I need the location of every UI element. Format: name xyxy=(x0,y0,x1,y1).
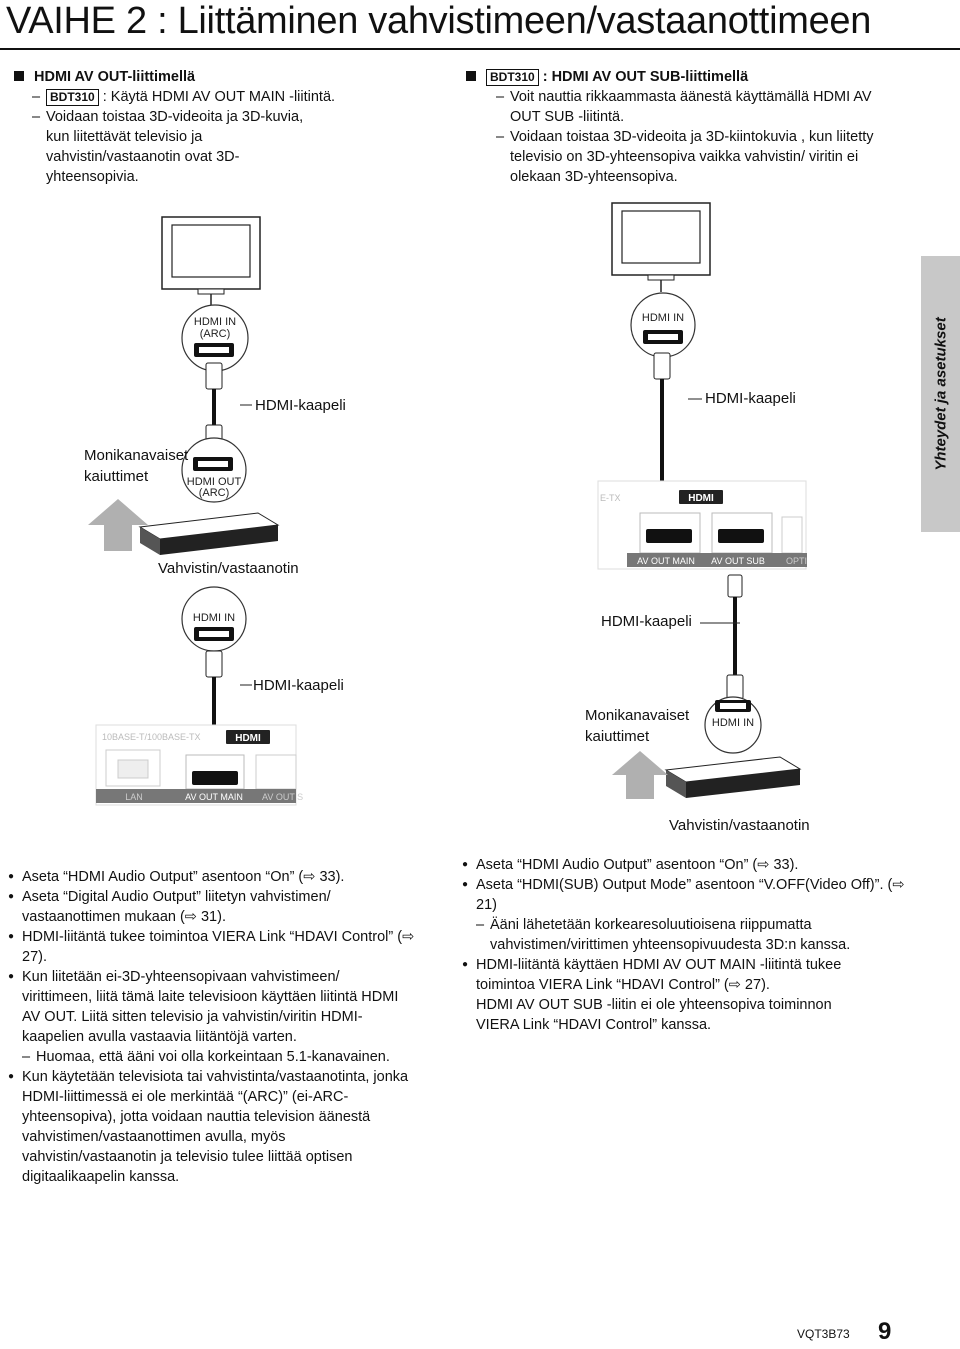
arc-label-top: (ARC) xyxy=(200,328,231,340)
speakers-label-left: Monikanavaiset kaiuttimet xyxy=(84,447,189,485)
right-line-1: Voit nauttia rikkaammasta äänestä käyttä… xyxy=(496,87,875,127)
left-note-6: Kun käytetään televisiota tai vahvistint… xyxy=(8,1067,417,1187)
amplifier-right-icon xyxy=(664,756,802,798)
left-note-4: Kun liitetään ei-3D-yhteensopivaan vahvi… xyxy=(8,967,407,1047)
page-title: VAIHE 2 : Liittäminen vahvistimeen/vasta… xyxy=(6,0,872,42)
lan-label: LAN xyxy=(125,792,143,802)
hdmi-in-port-amp-right: HDMI IN xyxy=(704,696,762,754)
cable-label-2: HDMI-kaapeli xyxy=(705,390,796,407)
av-out-main-label-bottom: AV OUT MAIN xyxy=(185,792,243,802)
hdmi-in-port-right: HDMI IN xyxy=(630,292,696,358)
hdmi-in-arc-label: HDMI IN xyxy=(194,316,236,328)
left-section-heading: HDMI AV OUT-liittimellä xyxy=(34,69,196,85)
speaker-arrow-right-icon xyxy=(612,751,668,799)
right-note-3: Ääni lähetetään korkearesoluutioisena ri… xyxy=(476,915,900,955)
title-rule xyxy=(0,48,960,50)
connection-diagram: HDMI IN (ARC) HDMI OUT (ARC) HDMI IN xyxy=(88,202,807,806)
model-badge: BDT310 xyxy=(486,69,539,86)
hdmi-in-arc-port: HDMI IN (ARC) xyxy=(181,304,249,372)
av-out-s-label: AV OUT S xyxy=(262,792,303,802)
left-line-2: Voidaan toistaa 3D-videoita ja 3D-kuvia,… xyxy=(32,107,326,187)
right-note-5: HDMI AV OUT SUB -liitin ei ole yhteensop… xyxy=(476,997,832,1033)
e-tx-label: E-TX xyxy=(600,493,621,503)
av-out-sub-label: AV OUT SUB xyxy=(711,556,765,566)
right-section-heading: : HDMI AV OUT SUB-liittimellä xyxy=(542,69,749,85)
side-tab-label: Yhteydet ja asetukset xyxy=(932,317,949,471)
right-note-1: Aseta “HDMI Audio Output” asentoon “On” … xyxy=(462,855,902,875)
right-note-4: HDMI-liitäntä käyttäen HDMI AV OUT MAIN … xyxy=(462,955,896,995)
hdmi-logo-bottom: HDMI xyxy=(235,733,261,744)
optical-label: OPTI xyxy=(786,556,807,566)
left-note-5: Huomaa, että ääni voi olla korkeintaan 5… xyxy=(22,1047,428,1067)
tv-right-icon xyxy=(611,202,711,281)
side-tab: Yhteydet ja asetukset xyxy=(921,256,960,532)
square-bullet-icon xyxy=(466,71,476,81)
hdmi-out-arc-label: HDMI OUT xyxy=(187,476,242,488)
footer-code: VQT3B73 xyxy=(797,1327,850,1341)
av-out-main-label: AV OUT MAIN xyxy=(637,556,695,566)
right-note-2: Aseta “HDMI(SUB) Output Mode” asentoon “… xyxy=(462,875,906,915)
speaker-arrow-left-icon xyxy=(88,499,148,551)
hdmi-out-arc-port: HDMI OUT (ARC) xyxy=(181,437,247,503)
lan-speed-label: 10BASE-T/100BASE-TX xyxy=(102,732,201,742)
left-note-2: Aseta “Digital Audio Output” liitetyn va… xyxy=(8,887,392,927)
player-rear-panel-top: HDMI E-TX AV OUT MAIN AV OUT SUB OPTI xyxy=(597,480,807,570)
tv-left-icon xyxy=(161,216,261,295)
amplifier-label-right: Vahvistin/vastaanotin xyxy=(669,817,810,834)
left-note-3: HDMI-liitäntä tukee toimintoa VIERA Link… xyxy=(8,927,442,967)
amplifier-label-left: Vahvistin/vastaanotin xyxy=(158,560,299,577)
cable-label-3: HDMI-kaapeli xyxy=(601,613,692,630)
left-notes: Aseta “HDMI Audio Output” asentoon “On” … xyxy=(8,867,428,1187)
cable-label-1: HDMI-kaapeli xyxy=(255,397,346,414)
hdmi-in-label-lower: HDMI IN xyxy=(193,612,235,624)
hdmi-logo-top: HDMI xyxy=(688,493,714,504)
right-notes: Aseta “HDMI Audio Output” asentoon “On” … xyxy=(462,855,905,1035)
page-number: 9 xyxy=(878,1318,892,1345)
model-badge: BDT310 xyxy=(46,89,99,106)
right-section: BDT310 : HDMI AV OUT SUB-liittimellä Voi… xyxy=(466,67,886,187)
left-line-1: : Käytä HDMI AV OUT MAIN -liitintä. xyxy=(102,89,336,105)
hdmi-in-port-lower: HDMI IN xyxy=(181,586,247,652)
player-rear-panel-bottom: 10BASE-T/100BASE-TX HDMI LAN AV OUT MAIN… xyxy=(95,724,303,806)
square-bullet-icon xyxy=(14,71,24,81)
hdmi-in-label-amp-right: HDMI IN xyxy=(712,717,754,729)
amplifier-left-icon xyxy=(138,512,280,555)
speakers-label-right: Monikanavaiset kaiuttimet xyxy=(585,707,690,745)
hdmi-in-label-right: HDMI IN xyxy=(642,312,684,324)
left-section: HDMI AV OUT-liittimellä BDT310 : Käytä H… xyxy=(14,67,434,187)
right-line-2: Voidaan toistaa 3D-videoita ja 3D-kiinto… xyxy=(496,127,885,187)
arc-label-bottom: (ARC) xyxy=(199,487,230,499)
cable-label-4: HDMI-kaapeli xyxy=(253,677,344,694)
left-note-1: Aseta “HDMI Audio Output” asentoon “On” … xyxy=(8,867,428,887)
